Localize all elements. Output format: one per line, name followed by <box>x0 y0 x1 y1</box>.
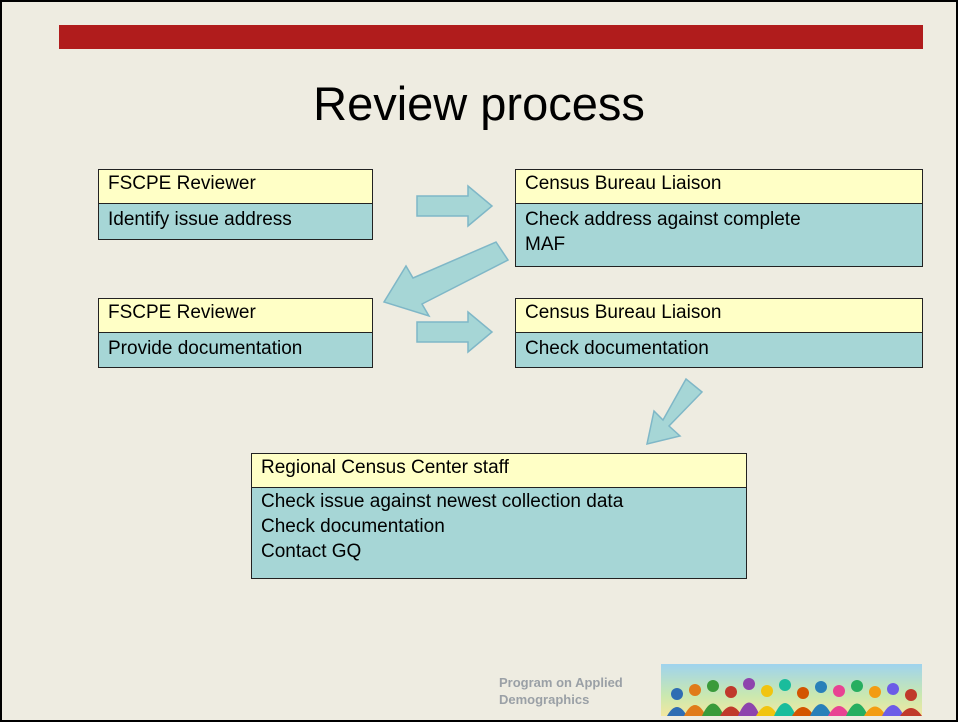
people-silhouettes-logo-icon <box>661 664 922 716</box>
step-line: Check address against complete <box>525 209 801 230</box>
step-body: Check address against complete MAF <box>516 204 922 266</box>
step-header: FSCPE Reviewer <box>99 170 372 204</box>
footer-line: Program on Applied <box>499 675 623 690</box>
step-header: Census Bureau Liaison <box>516 299 922 333</box>
step-body: Check documentation <box>516 333 922 367</box>
arrow-right-icon <box>416 184 494 228</box>
footer-line: Demographics <box>499 692 590 707</box>
step-body: Identify issue address <box>99 204 372 239</box>
step-line: Provide documentation <box>108 338 303 359</box>
step-line: Contact GQ <box>261 541 362 562</box>
arrow-right-icon <box>416 310 494 354</box>
step-header: Regional Census Center staff <box>252 454 746 488</box>
title-accent-bar <box>59 25 923 49</box>
footer-program-name: Program on Applied Demographics <box>499 674 623 708</box>
step-line: Check documentation <box>261 516 445 537</box>
step-body: Provide documentation <box>99 333 372 367</box>
step-box-liaison-check-documentation: Census Bureau Liaison Check documentatio… <box>515 298 923 368</box>
step-box-regional-census-center: Regional Census Center staff Check issue… <box>251 453 747 579</box>
slide-title: Review process <box>313 77 645 130</box>
arrow-down-left-icon <box>646 377 704 446</box>
step-header: Census Bureau Liaison <box>516 170 922 204</box>
step-line: Check issue against newest collection da… <box>261 491 624 512</box>
step-box-fscpe-documentation: FSCPE Reviewer Provide documentation <box>98 298 373 368</box>
step-header: FSCPE Reviewer <box>99 299 372 333</box>
arrow-down-left-icon <box>382 241 510 318</box>
step-body: Check issue against newest collection da… <box>252 488 746 578</box>
step-line: Check documentation <box>525 338 709 359</box>
step-line: Identify issue address <box>108 209 292 230</box>
step-box-liaison-check-address: Census Bureau Liaison Check address agai… <box>515 169 923 267</box>
step-line: MAF <box>525 234 566 255</box>
step-box-fscpe-identify: FSCPE Reviewer Identify issue address <box>98 169 373 240</box>
